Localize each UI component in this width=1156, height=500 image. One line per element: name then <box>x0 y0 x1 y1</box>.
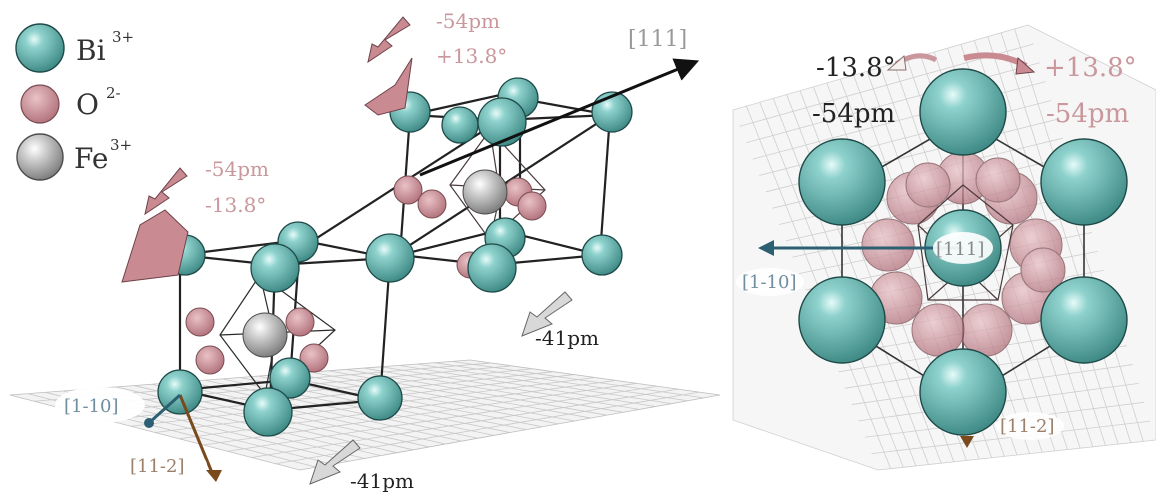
legend-fe-swatch <box>16 133 64 181</box>
right-shift-label: -41pm <box>535 326 599 350</box>
axis-111-arrow <box>419 58 700 177</box>
grey-shift-arrows <box>309 291 573 485</box>
legend: Bi 3+ O 2- Fe 3+ <box>15 23 134 181</box>
axis-11m2-label: [11-2] <box>130 456 184 477</box>
right-panel-top-view: -13.8° +13.8° -54pm -54pm [111] [1-10] [… <box>728 0 1156 500</box>
right-axis-11m2-label: [11-2] <box>1000 416 1054 437</box>
mid-rotation-label: -13.8° <box>205 193 266 217</box>
legend-o-charge: 2- <box>106 84 121 102</box>
axis-111-label: [111] <box>628 27 687 52</box>
legend-bi-charge: 3+ <box>112 28 134 46</box>
rotated-oxygen-polygons <box>121 57 413 283</box>
legend-bi-swatch <box>15 23 65 73</box>
right-oxygen-ring <box>861 151 1066 357</box>
axis-1m10-arrow <box>148 393 182 424</box>
iron-atoms <box>242 169 508 358</box>
left-crystal-diagram: Bi 3+ O 2- Fe 3+ -54pm +13.8° -54pm -13.… <box>9 9 720 493</box>
right-axis-11m2-head <box>960 436 974 448</box>
right-axis-1m10-label: [1-10] <box>742 272 796 293</box>
rotation-arrow-right-head <box>1015 57 1036 75</box>
right-shift-left-label: -54pm <box>812 99 895 129</box>
right-crystal-diagram: -13.8° +13.8° -54pm -54pm [111] [1-10] [… <box>732 24 1156 471</box>
axis-1m10-label: [1-10] <box>64 396 118 417</box>
legend-fe-charge: 3+ <box>110 136 132 154</box>
mid-shift-label: -54pm <box>205 157 269 181</box>
top-rotation-label: +13.8° <box>436 44 507 68</box>
legend-o-label: O <box>76 88 99 121</box>
pink-shift-arrows <box>144 16 411 216</box>
rotation-arrow-left-head <box>886 55 907 71</box>
axis-11m2-head <box>206 470 222 482</box>
axis-1m10-head <box>144 418 154 428</box>
legend-o-swatch <box>20 84 60 124</box>
legend-bi-label: Bi <box>76 34 106 67</box>
axis-11m2-arrow <box>178 394 215 476</box>
right-rot-right-label: +13.8° <box>1044 53 1137 83</box>
right-shift-right-label: -54pm <box>1046 99 1129 129</box>
right-rot-left-label: -13.8° <box>816 53 896 83</box>
right-axis-111-label: [111] <box>936 239 984 260</box>
top-shift-label: -54pm <box>436 9 500 33</box>
legend-fe-label: Fe <box>74 142 108 175</box>
bottom-shift-label: -41pm <box>350 469 414 493</box>
left-panel-perspective-view: Bi 3+ O 2- Fe 3+ -54pm +13.8° -54pm -13.… <box>9 9 720 493</box>
right-axis-1m10-head <box>758 240 774 256</box>
